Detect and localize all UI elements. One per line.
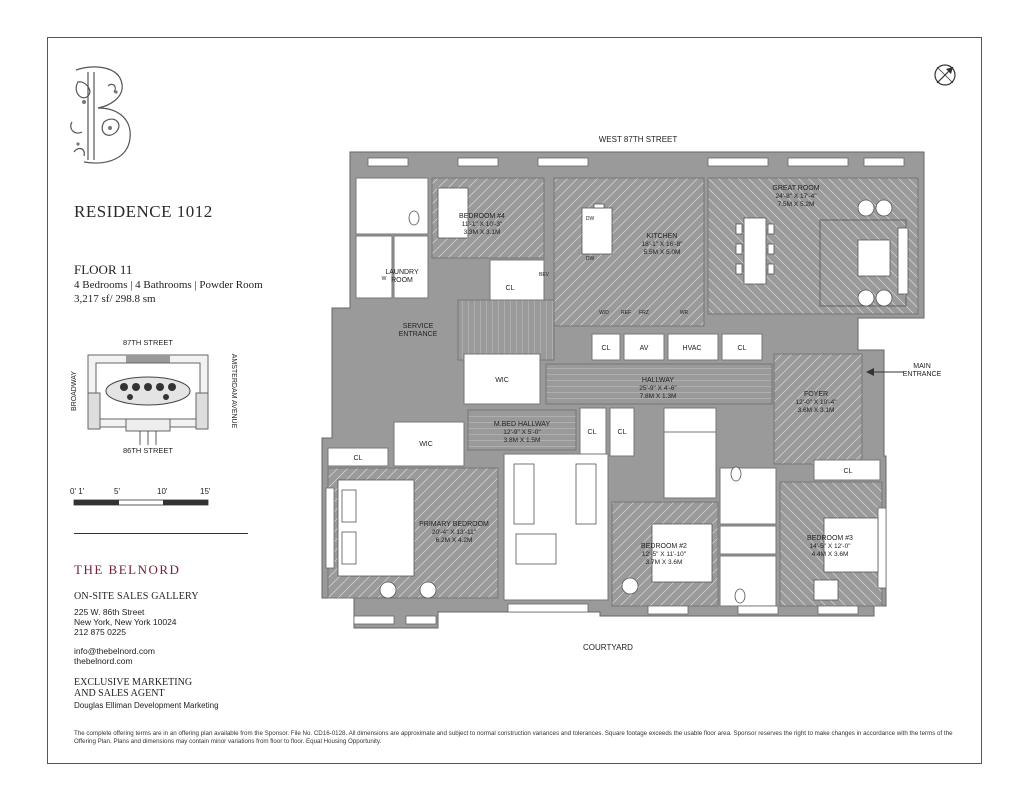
mbed-hallway-dims-imperial: 12'-9" X 5'-0": [503, 429, 541, 436]
keyplan-west-label: BROADWAY: [71, 371, 78, 411]
street-north-label: WEST 87TH STREET: [599, 135, 678, 144]
scale-label-15: 15': [200, 487, 211, 496]
scale-bar: 0' 1' 5' 10' 15': [70, 487, 211, 506]
area-label: 3,217 sf/ 298.8 sm: [74, 293, 156, 305]
service-entrance-line1: SERVICE: [403, 323, 434, 330]
beverage-label: BEV: [539, 272, 550, 278]
room-labels: WEST 87TH STREET COURTYARD GREAT ROOM 24…: [354, 135, 942, 652]
main-entrance-line2: ENTRANCE: [903, 371, 942, 378]
agent-name: Douglas Elliman Development Marketing: [74, 701, 219, 710]
wic-label: WIC: [495, 377, 509, 384]
scale-label-0: 0' 1': [70, 487, 85, 496]
foyer-dims-imperial: 12'-0" X 10'-4": [795, 399, 837, 406]
dishwasher-label: DW: [586, 216, 595, 222]
mbed-hallway-dims-metric: 3.8M X 1.5M: [504, 437, 541, 444]
primary-bedroom-name: PRIMARY BEDROOM: [419, 521, 489, 528]
dishwasher-label: DW: [586, 256, 595, 262]
bedroom4-dims-metric: 3.3M X 3.1M: [464, 229, 501, 236]
gallery-email[interactable]: info@thebelnord.com: [74, 646, 155, 656]
bedroom3-name: BEDROOM #3: [807, 535, 853, 542]
great-room-dims-metric: 7.5M X 5.2M: [778, 201, 815, 208]
primary-bedroom-dims-metric: 6.2M X 4.2M: [436, 537, 473, 544]
service-entrance-line2: ENTRANCE: [399, 331, 438, 338]
bedroom2-name: BEDROOM #2: [641, 543, 687, 550]
north-arrow-icon: [934, 64, 956, 86]
gallery-address-line1: 225 W. 86th Street: [74, 607, 145, 617]
bedroom3-dims-imperial: 14'-5" X 12'-0": [809, 543, 851, 550]
gallery-phone: 212 875 0225: [74, 627, 126, 637]
main-entrance-arrow-icon: [866, 368, 904, 376]
page-frame: [47, 37, 982, 764]
great-room-name: GREAT ROOM: [772, 185, 819, 192]
closet-label: CL: [738, 345, 747, 352]
courtyard-label: COURTYARD: [583, 643, 633, 652]
closet-label: CL: [588, 429, 597, 436]
sales-gallery-title: ON-SITE SALES GALLERY: [74, 591, 199, 602]
kitchen-dims-metric: 5.5M X 5.0M: [644, 249, 681, 256]
gallery-website[interactable]: thebelnord.com: [74, 656, 133, 666]
bedroom3-dims-metric: 4.4M X 3.6M: [812, 551, 849, 558]
floor-plan: WEST 87TH STREET COURTYARD GREAT ROOM 24…: [321, 135, 942, 652]
exclusive-line-1: EXCLUSIVE MARKETING: [74, 677, 193, 688]
av-label: AV: [640, 345, 649, 352]
wine-refrigerator-label: WR: [680, 310, 689, 316]
closet-label: CL: [506, 285, 515, 292]
bedroom4-name: BEDROOM #4: [459, 213, 505, 220]
keyplan-south-label: 86TH STREET: [123, 446, 173, 455]
laundry-name-line2: ROOM: [391, 277, 413, 284]
key-plan: 87TH STREET 86TH STREET BROADWAY AMSTERD…: [71, 338, 237, 455]
scale-label-5: 5': [114, 487, 120, 496]
kitchen-name: KITCHEN: [647, 233, 678, 240]
refrigerator-label: REF: [621, 310, 631, 316]
closet-label: CL: [844, 468, 853, 475]
bedroom2-dims-metric: 3.7M X 3.6M: [646, 559, 683, 566]
closet-label: CL: [618, 429, 627, 436]
disclaimer-text: The complete offering terms are in an of…: [74, 730, 953, 745]
closet-label: CL: [602, 345, 611, 352]
washer-dryer-label: W/D: [599, 310, 609, 316]
divider: [74, 533, 248, 534]
freezer-label: FRZ: [639, 310, 649, 316]
primary-bedroom-dims-imperial: 20'-4" X 13'-11": [432, 529, 477, 536]
wic-label: WIC: [419, 441, 433, 448]
mbed-hallway-name: M.BED HALLWAY: [494, 421, 551, 428]
hallway-name: HALLWAY: [642, 377, 674, 384]
hallway-dims-imperial: 25'-9" X 4'-6": [639, 385, 677, 392]
brand-name: THE BELNORD: [74, 562, 181, 577]
bedroom2-dims-imperial: 12'-5" X 11'-10": [642, 551, 687, 558]
windows: [325, 157, 905, 625]
main-entrance-line1: MAIN: [913, 363, 931, 370]
exclusive-agent-heading: EXCLUSIVE MARKETING AND SALES AGENT: [74, 677, 192, 699]
rooms-summary: 4 Bedrooms | 4 Bathrooms | Powder Room: [74, 279, 263, 291]
great-room-dims-imperial: 24'-8" X 17'-4": [775, 193, 817, 200]
floor-label: FLOOR 11: [74, 262, 133, 277]
washer-label: W: [382, 276, 387, 282]
foyer-dims-metric: 3.6M X 3.1M: [798, 407, 835, 414]
closet-label: CL: [354, 455, 363, 462]
keyplan-east-label: AMSTERDAM AVENUE: [230, 354, 237, 429]
residence-title: RESIDENCE 1012: [74, 202, 213, 221]
kitchen-dims-imperial: 18'-1" X 16'-8": [641, 241, 683, 248]
bedroom4-dims-imperial: 11'-1" X 10'-3": [462, 221, 503, 228]
exclusive-line-2: AND SALES AGENT: [74, 688, 165, 699]
belnord-monogram-logo: [70, 66, 131, 164]
hallway-dims-metric: 7.8M X 1.3M: [640, 393, 677, 400]
keyplan-north-label: 87TH STREET: [123, 338, 173, 347]
foyer-name: FOYER: [804, 391, 828, 398]
scale-label-10: 10': [157, 487, 168, 496]
gallery-address-line2: New York, New York 10024: [74, 617, 177, 627]
furniture: [337, 187, 909, 604]
hvac-label: HVAC: [683, 345, 702, 352]
laundry-name-line1: LAUNDRY: [385, 269, 419, 276]
